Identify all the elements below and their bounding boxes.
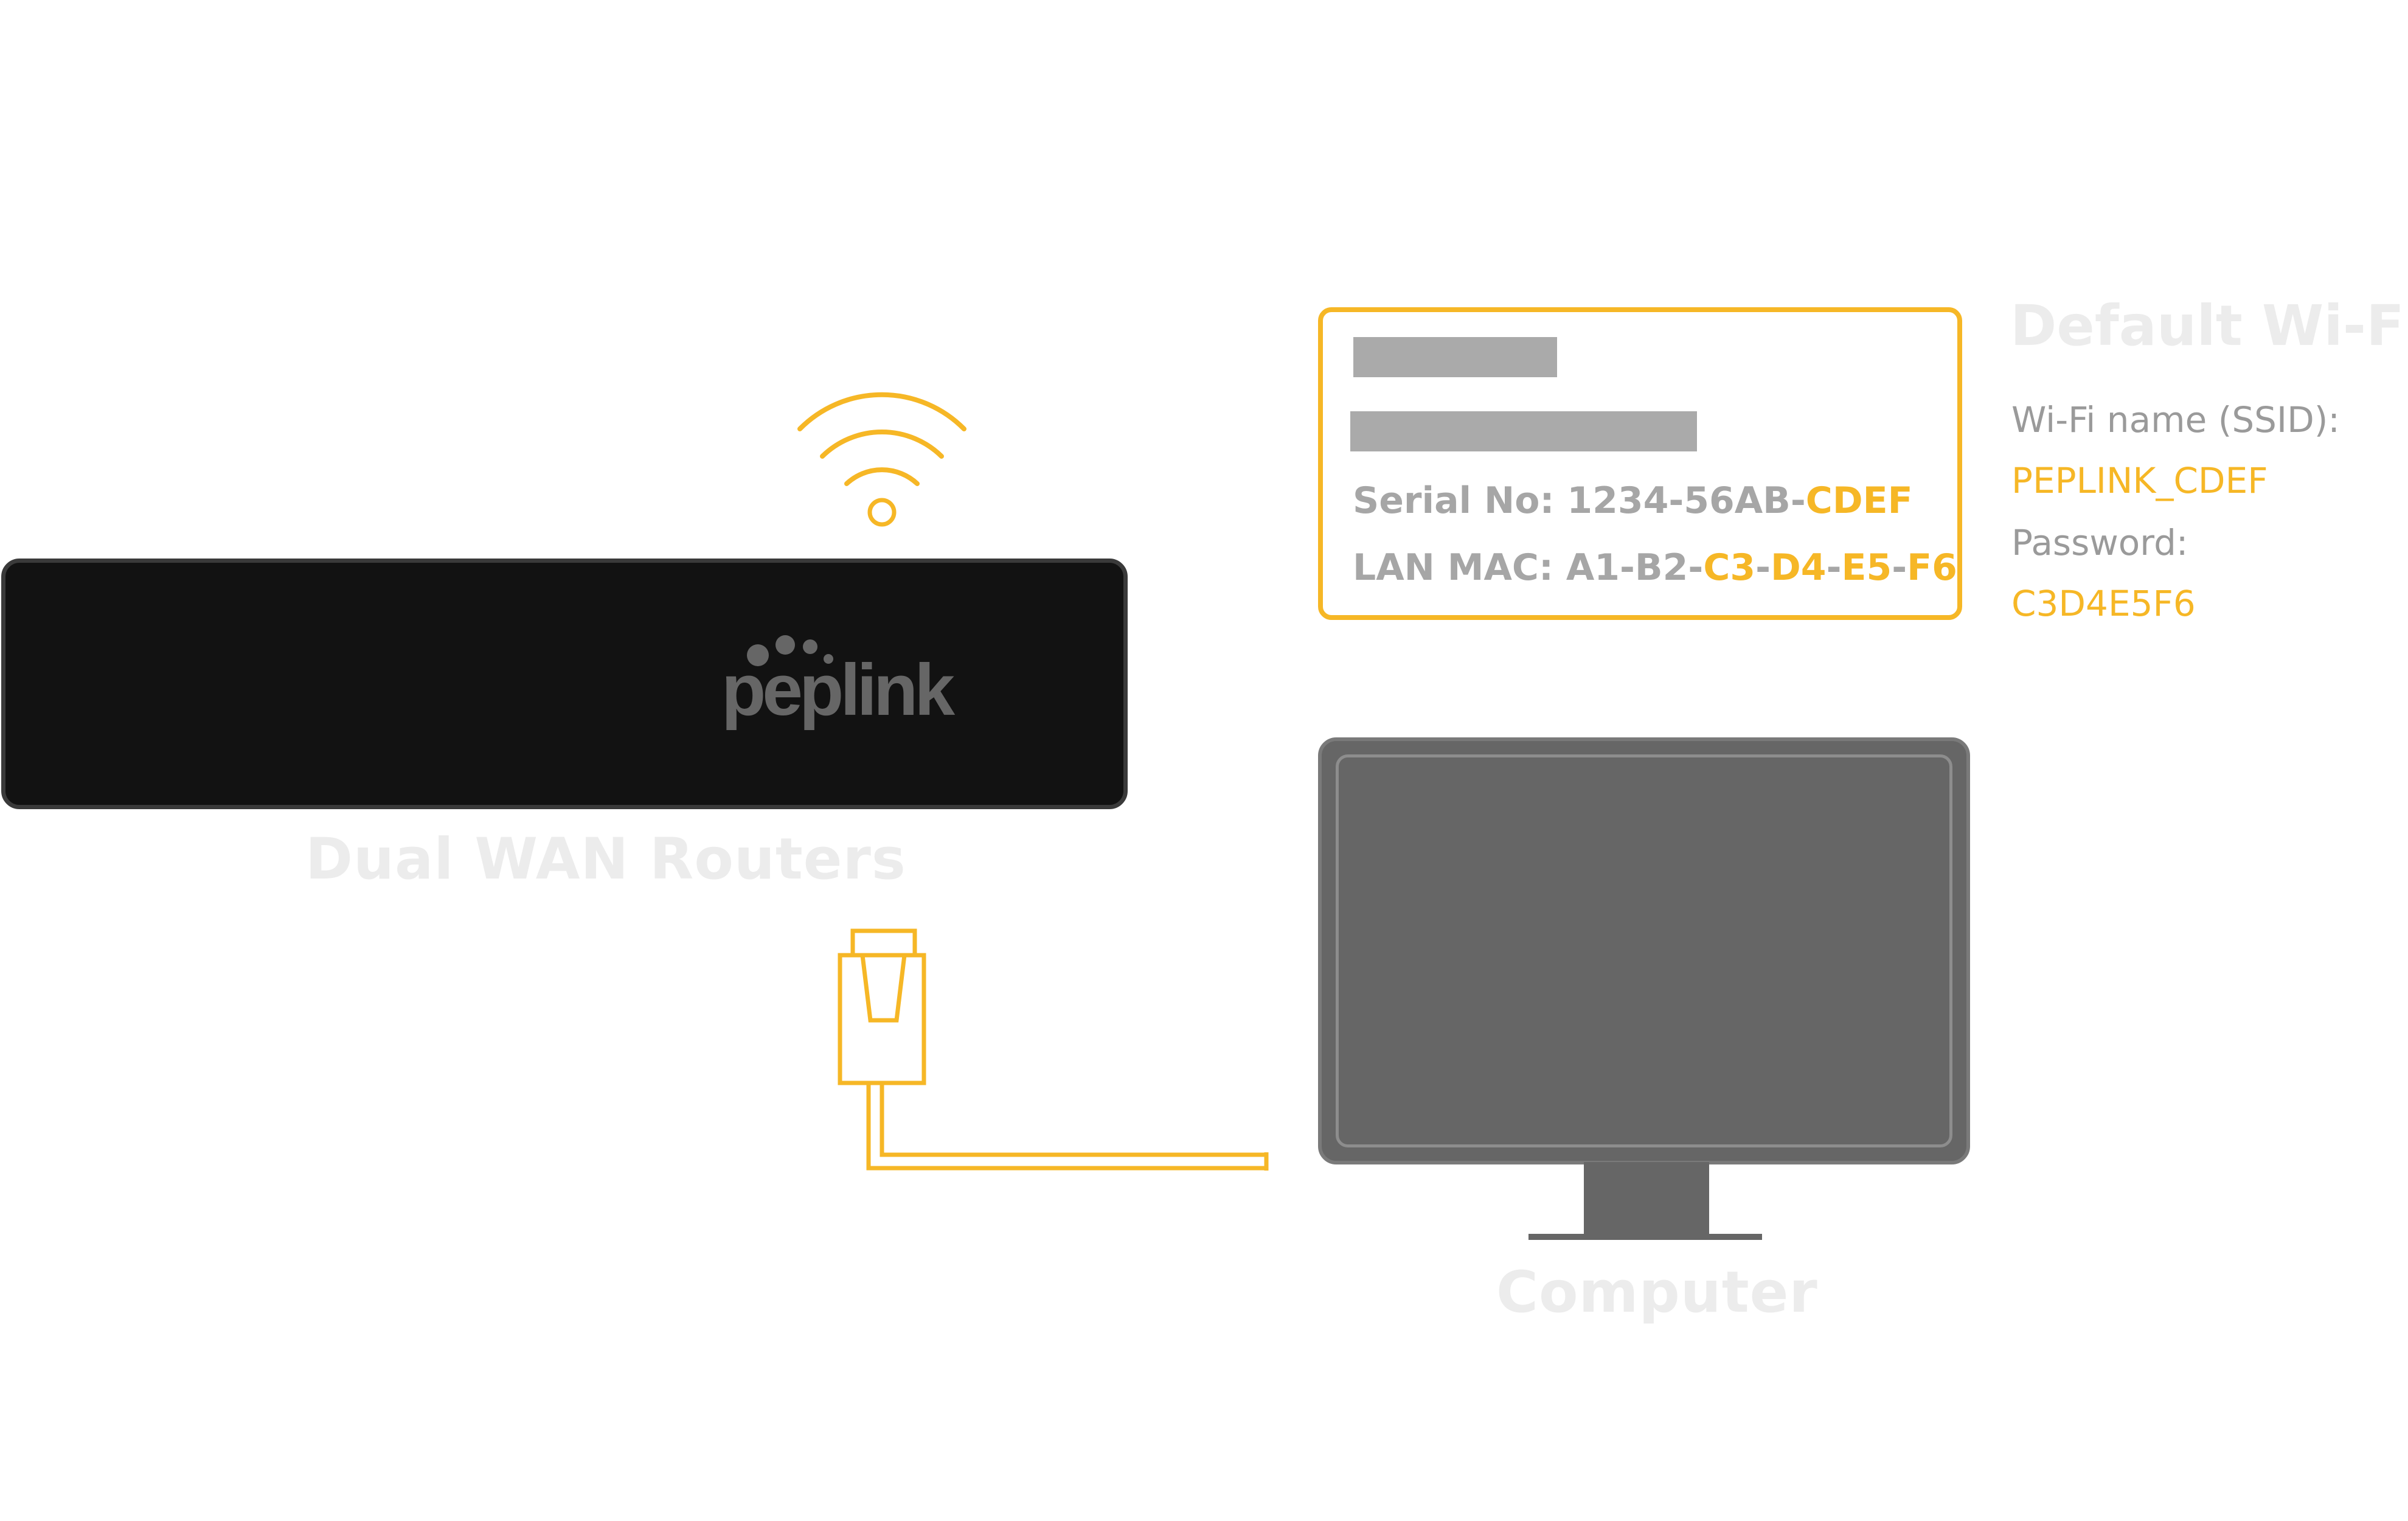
peplink-wordmark: peplink (721, 649, 955, 731)
ssid-label: Wi-Fi name (SSID): (2011, 399, 2340, 440)
default-wifi-title: Default Wi-Fi: (2010, 293, 2408, 358)
monitor-screen (1336, 754, 1952, 1147)
serial-number-line: Serial No: 1234-56AB-CDEF (1353, 479, 1913, 522)
label-placeholder-bar (1353, 337, 1557, 377)
password-value: C3D4E5F6 (2011, 583, 2196, 624)
monitor-stand-neck (1584, 1162, 1709, 1236)
lan-mac-line: LAN MAC: A1-B2-C3-D4-E5-F6 (1353, 546, 1957, 589)
computer-monitor (1318, 737, 1970, 1164)
router-caption: Dual WAN Routers (305, 826, 906, 893)
label-placeholder-bar (1350, 411, 1697, 451)
computer-caption: Computer (1496, 1259, 1818, 1326)
ssid-value: PEPLINK_CDEF (2011, 460, 2268, 501)
dual-wan-router (1, 559, 1128, 809)
monitor-stand-base (1528, 1234, 1762, 1240)
peplink-logo: peplink (712, 624, 959, 745)
password-label: Password: (2011, 522, 2188, 563)
